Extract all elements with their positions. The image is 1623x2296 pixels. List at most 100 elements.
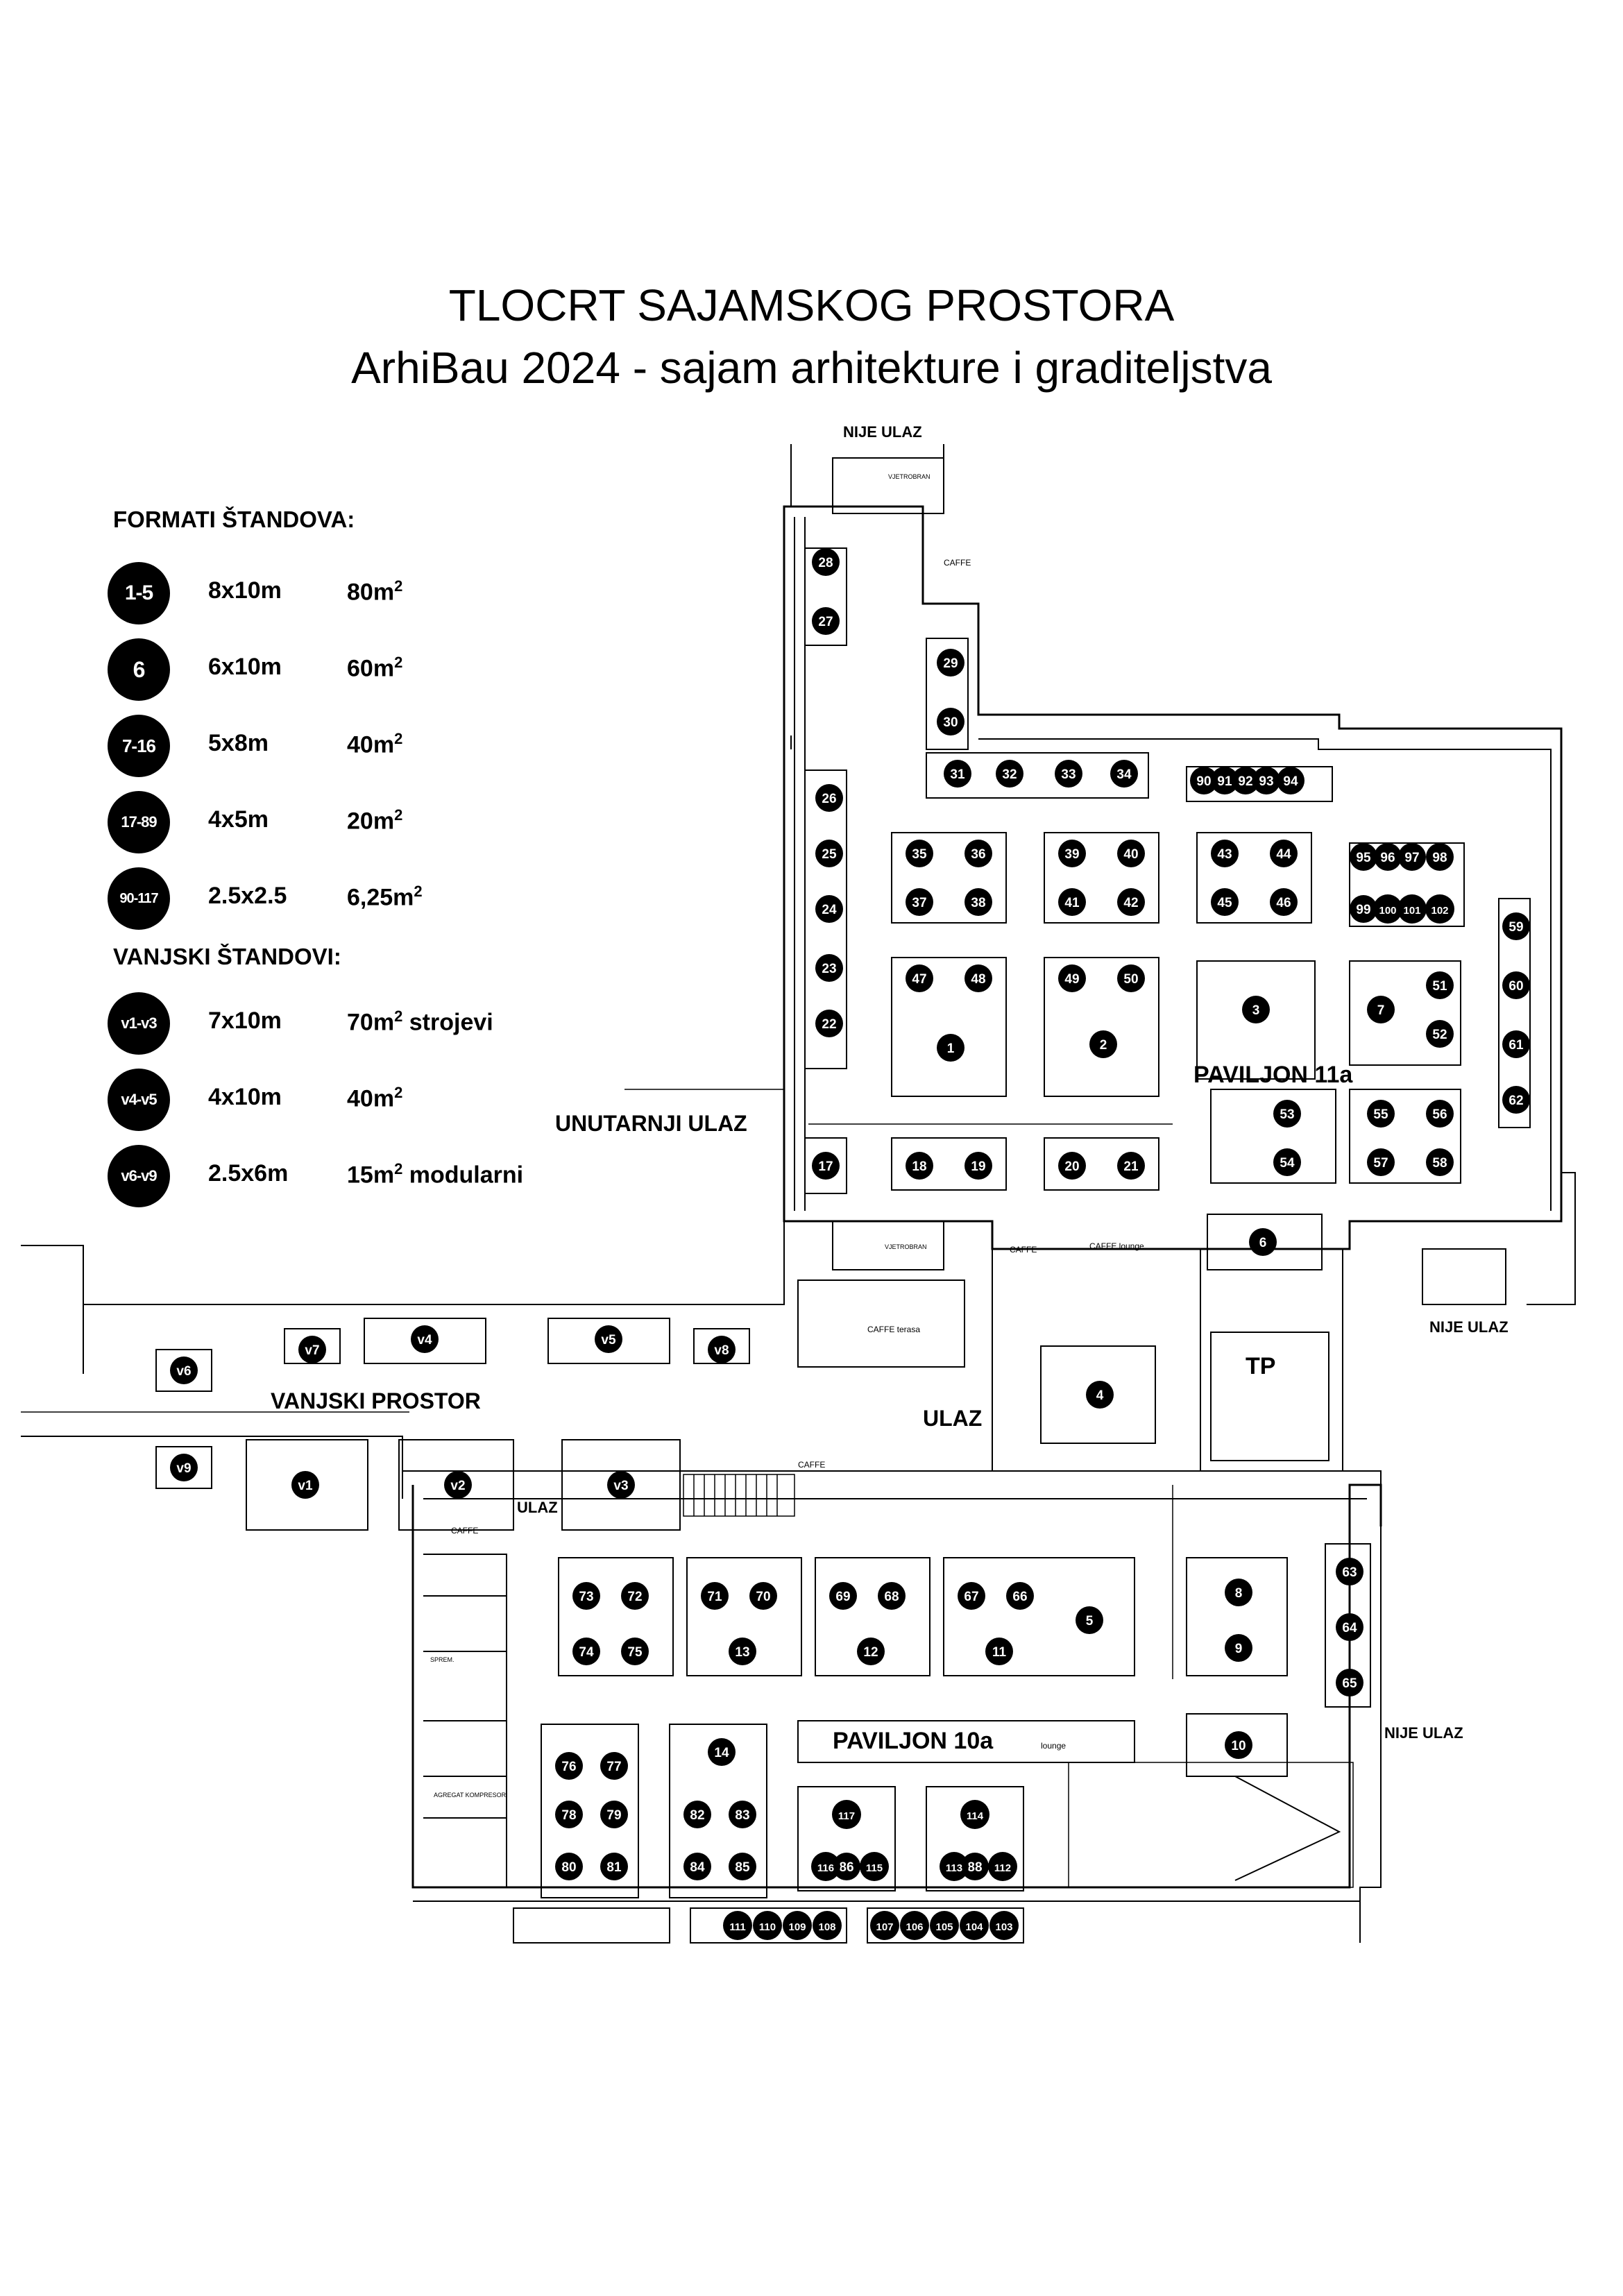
stand-marker[interactable] [1055,760,1082,788]
stand-marker[interactable] [1006,1582,1034,1610]
stand-marker[interactable] [1367,1100,1395,1128]
stand-marker[interactable] [607,1471,635,1499]
stand-marker[interactable] [1397,894,1427,924]
stand-marker[interactable] [1350,895,1377,923]
stand-marker[interactable] [1270,888,1298,916]
stand-marker[interactable] [1426,1020,1454,1048]
stand-marker[interactable] [1367,1148,1395,1176]
stand-marker[interactable] [965,1152,992,1180]
stand-marker[interactable] [1117,1152,1145,1180]
stand-marker[interactable] [857,1638,885,1665]
stand-marker[interactable] [1350,843,1377,871]
stand-marker[interactable] [944,760,971,788]
stand-marker[interactable] [555,1752,583,1780]
stand-marker[interactable] [965,964,992,992]
stand-marker[interactable] [1117,840,1145,867]
stand-marker[interactable] [1502,912,1530,940]
stand-marker[interactable] [960,1911,989,1940]
stand-marker[interactable] [1425,894,1454,924]
stand-marker[interactable] [1336,1613,1363,1641]
stand-marker[interactable] [815,954,843,982]
stand-marker[interactable] [1270,840,1298,867]
stand-marker[interactable] [1426,843,1454,871]
stand-marker[interactable] [1211,840,1239,867]
stand-marker[interactable] [812,548,840,576]
stand-marker[interactable] [1502,971,1530,999]
stand-marker[interactable] [729,1801,756,1828]
stand-marker[interactable] [985,1638,1013,1665]
stand-marker[interactable] [906,964,933,992]
stand-marker[interactable] [815,840,843,867]
stand-marker[interactable] [701,1582,729,1610]
stand-marker[interactable] [595,1325,622,1353]
stand-marker[interactable] [878,1582,906,1610]
stand-marker[interactable] [832,1800,861,1829]
stand-marker[interactable] [965,840,992,867]
stand-marker[interactable] [989,1911,1019,1940]
stand-marker[interactable] [1273,1148,1301,1176]
stand-marker[interactable] [1058,964,1086,992]
stand-marker[interactable] [1426,971,1454,999]
stand-marker[interactable] [1225,1731,1252,1759]
stand-marker[interactable] [1367,996,1395,1023]
stand-marker[interactable] [937,1034,965,1062]
stand-marker[interactable] [1225,1579,1252,1606]
stand-marker[interactable] [815,784,843,812]
stand-marker[interactable] [572,1582,600,1610]
stand-marker[interactable] [812,607,840,635]
stand-marker[interactable] [1242,996,1270,1023]
stand-marker[interactable] [996,760,1023,788]
stand-marker[interactable] [1252,767,1280,794]
stand-marker[interactable] [1426,1100,1454,1128]
stand-marker[interactable] [1086,1381,1114,1409]
stand-marker[interactable] [1232,767,1259,794]
stand-marker[interactable] [815,895,843,923]
stand-marker[interactable] [937,708,965,735]
stand-marker[interactable] [1374,843,1402,871]
stand-marker[interactable] [170,1357,198,1384]
stand-marker[interactable] [900,1911,929,1940]
stand-marker[interactable] [1249,1228,1277,1256]
stand-marker[interactable] [1058,888,1086,916]
stand-marker[interactable] [988,1852,1017,1881]
stand-marker[interactable] [940,1852,969,1881]
stand-marker[interactable] [811,1852,840,1881]
stand-marker[interactable] [555,1853,583,1880]
stand-marker[interactable] [170,1454,198,1481]
stand-marker[interactable] [291,1471,319,1499]
stand-marker[interactable] [708,1738,736,1766]
stand-marker[interactable] [1273,1100,1301,1128]
stand-marker[interactable] [1225,1634,1252,1662]
stand-marker[interactable] [621,1638,649,1665]
stand-marker[interactable] [729,1638,756,1665]
stand-marker[interactable] [860,1852,889,1881]
stand-marker[interactable] [600,1801,628,1828]
stand-marker[interactable] [572,1638,600,1665]
stand-marker[interactable] [930,1911,959,1940]
stand-marker[interactable] [444,1471,472,1499]
stand-marker[interactable] [813,1911,842,1940]
stand-marker[interactable] [965,888,992,916]
stand-marker[interactable] [1398,843,1426,871]
stand-marker[interactable] [906,888,933,916]
stand-marker[interactable] [783,1911,812,1940]
stand-marker[interactable] [815,1010,843,1037]
stand-marker[interactable] [298,1336,326,1363]
stand-marker[interactable] [1089,1030,1117,1058]
stand-marker[interactable] [600,1853,628,1880]
stand-marker[interactable] [937,649,965,677]
stand-marker[interactable] [870,1911,899,1940]
stand-marker[interactable] [555,1801,583,1828]
stand-marker[interactable] [833,1853,860,1880]
stand-marker[interactable] [829,1582,857,1610]
stand-marker[interactable] [1426,1148,1454,1176]
stand-marker[interactable] [411,1325,439,1353]
stand-marker[interactable] [1190,767,1218,794]
stand-marker[interactable] [1373,894,1402,924]
stand-marker[interactable] [621,1582,649,1610]
stand-marker[interactable] [958,1582,985,1610]
stand-marker[interactable] [812,1152,840,1180]
stand-marker[interactable] [723,1911,752,1940]
stand-marker[interactable] [1502,1030,1530,1058]
stand-marker[interactable] [1502,1086,1530,1114]
